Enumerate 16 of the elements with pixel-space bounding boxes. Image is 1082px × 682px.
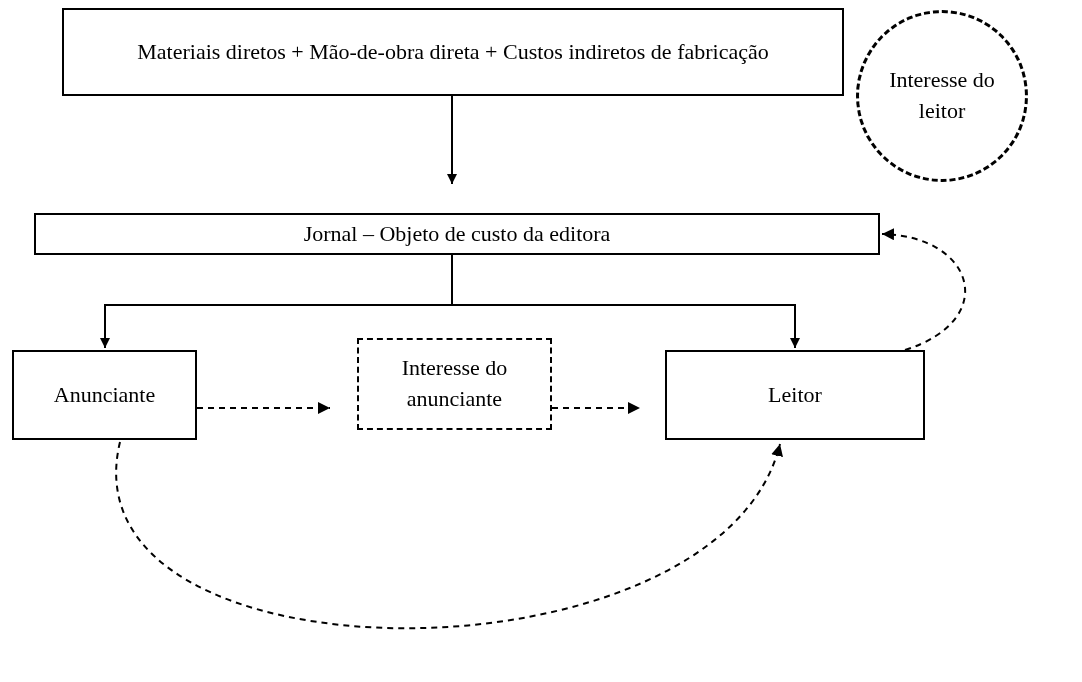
process-box (12, 350, 197, 440)
process-box (665, 350, 925, 440)
process-box (357, 338, 552, 430)
node-label: Jornal – Objeto de custo da editora (303, 219, 611, 248)
process-box (62, 8, 844, 96)
arrow (118, 441, 781, 630)
arrow (881, 229, 966, 351)
process-box (34, 213, 880, 255)
node-label: Interesse do leitor (888, 66, 996, 125)
node-label: Materiais diretos + Mão-de-obra direta + Custos indiretos de fabricação (137, 37, 769, 66)
arrow (196, 402, 331, 414)
arrow (551, 402, 641, 414)
arrow (447, 95, 457, 185)
node-label: Leitor (768, 380, 822, 409)
node-label: Interesse do anunciante (400, 354, 509, 413)
node-label: Anunciante (53, 380, 156, 409)
